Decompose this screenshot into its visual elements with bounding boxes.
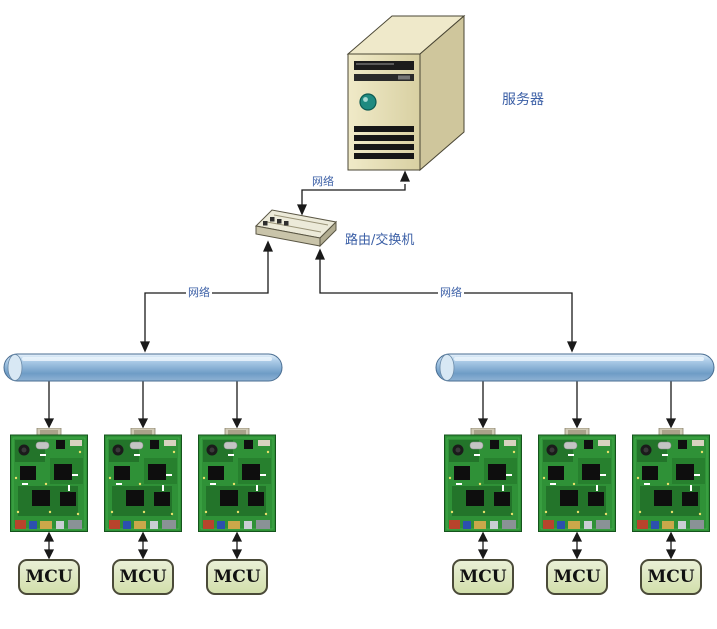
pcb-board-5 <box>538 428 616 532</box>
pcb-board-1 <box>10 428 88 532</box>
server-icon <box>347 15 465 171</box>
server-label: 服务器 <box>500 92 546 109</box>
pcb-board-4 <box>444 428 522 532</box>
mcu-node-5: MCU <box>546 559 608 595</box>
bus-cylinder-left <box>3 353 283 382</box>
link-server-router <box>296 170 411 216</box>
network-label-right-link: 网络 <box>438 286 464 300</box>
bus-cylinder-right <box>435 353 715 382</box>
router-label: 路由/交换机 <box>343 233 417 249</box>
network-label-left-link: 网络 <box>186 286 212 300</box>
mcu-node-2: MCU <box>112 559 174 595</box>
network-label-server-link: 网络 <box>310 175 336 189</box>
mcu-node-6: MCU <box>640 559 702 595</box>
link-router-right-bus <box>314 248 578 353</box>
pcb-board-2 <box>104 428 182 532</box>
pcb-to-mcu-links <box>43 531 677 560</box>
mcu-node-1: MCU <box>18 559 80 595</box>
mcu-node-4: MCU <box>452 559 514 595</box>
mcu-node-3: MCU <box>206 559 268 595</box>
bus-to-pcb-links <box>43 381 677 429</box>
pcb-board-6 <box>632 428 710 532</box>
pcb-board-3 <box>198 428 276 532</box>
